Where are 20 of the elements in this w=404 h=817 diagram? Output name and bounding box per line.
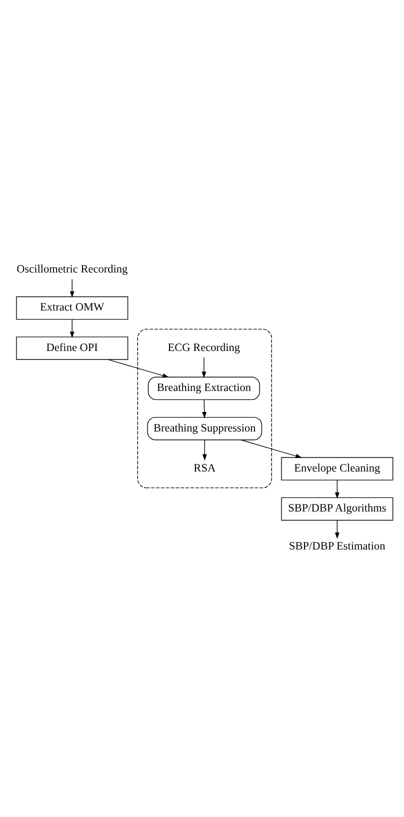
arrow xyxy=(202,440,207,461)
node-text: SBP/DBP Estimation xyxy=(289,540,386,553)
node-box: Breathing Extraction xyxy=(148,376,260,400)
node-box: Define OPI xyxy=(16,336,128,360)
arrow xyxy=(334,480,340,499)
node-box: Extract OMW xyxy=(16,296,128,320)
arrow xyxy=(202,399,207,418)
arrow xyxy=(240,440,302,458)
cluster xyxy=(137,328,272,488)
arrow xyxy=(108,359,169,378)
node-text: Oscillometric Recording xyxy=(16,264,128,276)
node-text: ECG Recording xyxy=(168,342,240,354)
node-box: SBP/DBP Algorithms xyxy=(281,497,394,521)
arrow xyxy=(202,357,206,378)
arrow xyxy=(70,278,74,298)
arrow xyxy=(70,319,74,338)
arrow xyxy=(334,520,340,539)
node-box: Breathing Suppression xyxy=(147,416,262,440)
node-box: Envelope Cleaning xyxy=(281,457,394,480)
node-text: RSA xyxy=(194,462,216,474)
